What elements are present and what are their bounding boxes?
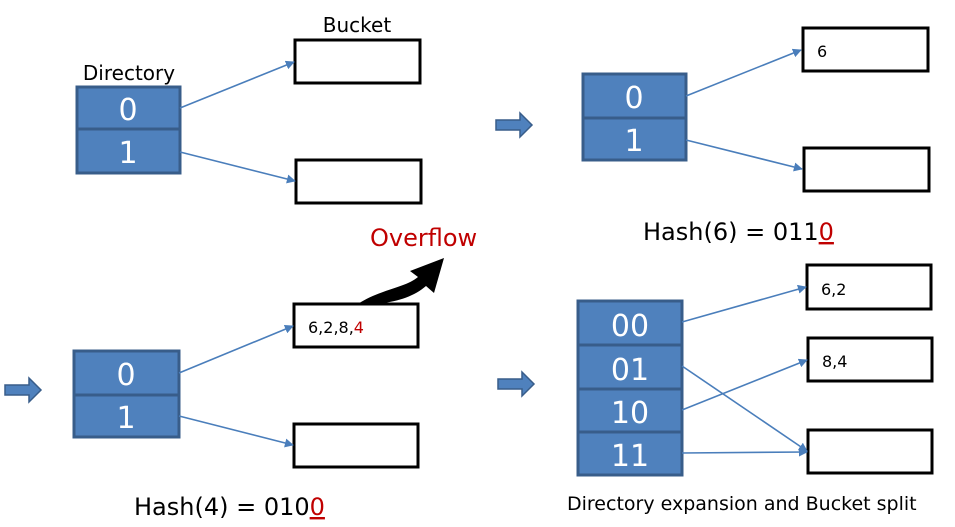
directory-cell-label: 0 [118, 93, 137, 128]
bucket-existing-values: 6,2,8, [308, 318, 354, 337]
bucket-bottom [294, 158, 423, 205]
directory-label: Directory [83, 61, 175, 85]
bucket-c [806, 428, 934, 475]
hash-formula-prefix: Hash(6) = 011 [643, 218, 819, 246]
panel-expansion-split: 00 01 10 11 6,2 8,4 Directory [567, 263, 934, 515]
bucket-contents: 8,4 [822, 352, 847, 371]
pointer-arrow [685, 48, 802, 97]
step-arrow-icon [495, 111, 534, 139]
directory-cell-00: 00 [576, 299, 684, 347]
directory-cell-label: 1 [624, 124, 643, 159]
pointer-arrow [681, 365, 808, 452]
overflow-label: Overflow [370, 224, 477, 252]
directory-cell-0: 0 [75, 85, 182, 131]
directory-cell-label: 11 [611, 439, 649, 474]
pointer-arrow [681, 447, 808, 457]
bucket-a: 6,2 [805, 263, 933, 311]
hash-split-bit: 0 [819, 218, 834, 246]
panel-insert-6: 0 1 6 Hash(6) = 0110 [581, 26, 931, 246]
directory-cell-label: 1 [118, 136, 137, 171]
bucket-top: 6 [801, 26, 930, 73]
caption: Directory expansion and Bucket split [567, 493, 917, 515]
directory-cell-label: 00 [611, 309, 649, 344]
directory-cell-label: 1 [116, 401, 135, 436]
pointer-arrow [178, 324, 294, 374]
directory-cell-1: 1 [72, 393, 181, 439]
directory-cell-label: 01 [611, 353, 649, 388]
bucket-b: 8,4 [806, 336, 934, 383]
pointer-arrow [685, 139, 803, 172]
hash-split-bit: 0 [310, 493, 325, 521]
directory-cell-label: 0 [624, 81, 643, 116]
pointer-arrow [681, 284, 807, 323]
directory-cell-1: 1 [75, 127, 182, 175]
bucket-bottom [292, 422, 420, 469]
directory-cell-0: 0 [72, 349, 181, 397]
panel-insert-4-overflow: Overflow 0 1 6,2,8,4 Hash(4) = 0100 [72, 224, 477, 521]
pointer-arrow [681, 358, 808, 411]
directory-cell-11: 11 [576, 430, 684, 477]
step-arrow-icon [4, 376, 43, 404]
pointer-arrow [179, 60, 295, 109]
pointer-arrow [178, 415, 294, 448]
bucket-label: Bucket [323, 13, 392, 37]
bucket-new-value: 4 [354, 318, 364, 337]
directory-cell-label: 0 [116, 358, 135, 393]
step-arrow-icon [497, 370, 536, 398]
bucket-top [293, 38, 422, 85]
hash-formula-prefix: Hash(4) = 010 [134, 493, 310, 521]
panel-initial: Bucket Directory 0 1 [75, 13, 423, 205]
bucket-top: 6,2,8,4 [292, 302, 420, 349]
bucket-contents: 6 [817, 42, 827, 61]
directory-cell-10: 10 [576, 387, 684, 434]
directory-cell-1: 1 [581, 116, 688, 162]
directory-cell-01: 01 [576, 343, 684, 391]
pointer-arrow [179, 151, 296, 184]
directory-cell-label: 10 [611, 396, 649, 431]
hash-formula: Hash(4) = 0100 [134, 493, 325, 521]
hash-formula: Hash(6) = 0110 [643, 218, 834, 246]
directory-cell-0: 0 [581, 72, 688, 120]
overflow-arrow-icon [358, 258, 444, 305]
bucket-bottom [802, 146, 931, 193]
bucket-contents: 6,2 [821, 280, 846, 299]
bucket-contents: 6,2,8,4 [308, 318, 364, 337]
